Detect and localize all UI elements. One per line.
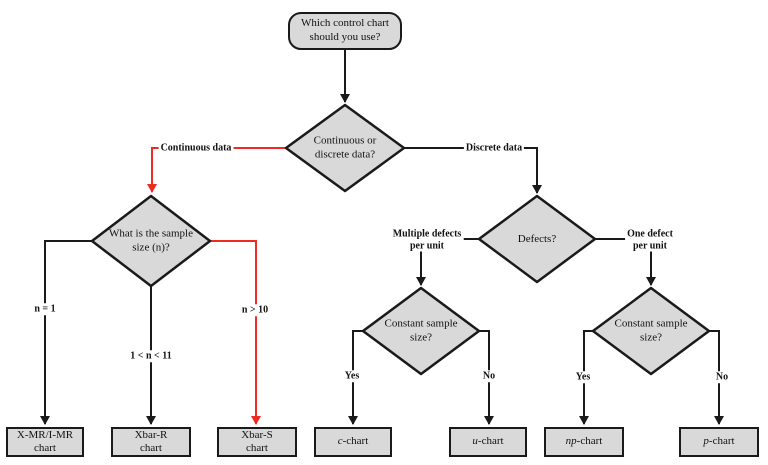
diamond-data-type-label: Continuous or discrete data? xyxy=(313,134,377,161)
branch-label-discrete: Discrete data xyxy=(463,142,525,154)
branch-label-no-p: No xyxy=(713,371,731,383)
diamond-sample-size-label: What is the sample size (n)? xyxy=(108,227,193,254)
diamond-defects xyxy=(477,194,597,284)
terminal-label: -chart xyxy=(477,435,504,448)
terminal-u-chart: u-chart xyxy=(449,427,527,457)
terminal-label: X-MR/I-MR chart xyxy=(16,428,74,454)
branch-label-n-gt-10: n > 10 xyxy=(239,304,271,316)
branch-label-continuous: Continuous data xyxy=(158,142,234,154)
branch-label-n-mid: 1 < n < 11 xyxy=(128,350,174,362)
edge-n-eq-1 xyxy=(40,240,92,425)
diamond-constant-sample-right xyxy=(591,286,711,376)
terminal-label: -chart xyxy=(576,435,603,448)
terminal-xmr-imr-chart: X-MR/I-MR chart xyxy=(6,427,84,457)
terminal-label: -chart xyxy=(708,435,735,448)
terminal-label-italic: p xyxy=(703,435,709,448)
branch-label-yes-c: Yes xyxy=(342,370,362,382)
diamond-sample-size xyxy=(90,194,212,288)
edge-no-p xyxy=(709,330,724,425)
edge-no-u xyxy=(479,330,494,425)
branch-label-multiple-defects: Multiple defects per unit xyxy=(390,228,464,252)
diamond-constant-sample-left xyxy=(361,286,481,376)
terminal-label: -chart xyxy=(342,435,369,448)
terminal-np-chart: np-chart xyxy=(544,427,624,457)
diamond-data-type xyxy=(284,103,406,193)
terminal-p-chart: p-chart xyxy=(679,427,759,457)
edge-yes-c xyxy=(348,330,363,425)
branch-label-one-defect: One defect per unit xyxy=(625,228,675,252)
diamond-defects-label: Defects? xyxy=(517,232,557,245)
edge-discrete xyxy=(404,147,542,194)
terminal-xbar-s-chart: Xbar-S chart xyxy=(217,427,297,457)
branch-label-no-u: No xyxy=(480,370,498,382)
edge-continuous xyxy=(147,147,285,193)
terminal-xbar-r-chart: Xbar-R chart xyxy=(111,427,191,457)
terminal-label: Xbar-R chart xyxy=(134,428,168,454)
branch-label-n-eq-1: n = 1 xyxy=(32,303,58,315)
terminal-c-chart: c-chart xyxy=(314,427,392,457)
diamond-constant-sample-left-label: Constant sample size? xyxy=(384,317,458,344)
edge-n-gt-10 xyxy=(210,240,261,425)
branch-label-yes-np: Yes xyxy=(573,371,593,383)
terminal-label-italic: c xyxy=(337,435,343,448)
start-node: Which control chart should you use? xyxy=(288,12,402,50)
terminal-label-italic: u xyxy=(472,435,478,448)
edge-yes-np xyxy=(579,330,593,425)
terminal-label: Xbar-S chart xyxy=(241,428,273,454)
terminal-label-italic: np xyxy=(565,435,577,448)
diamond-constant-sample-right-label: Constant sample size? xyxy=(614,317,688,344)
